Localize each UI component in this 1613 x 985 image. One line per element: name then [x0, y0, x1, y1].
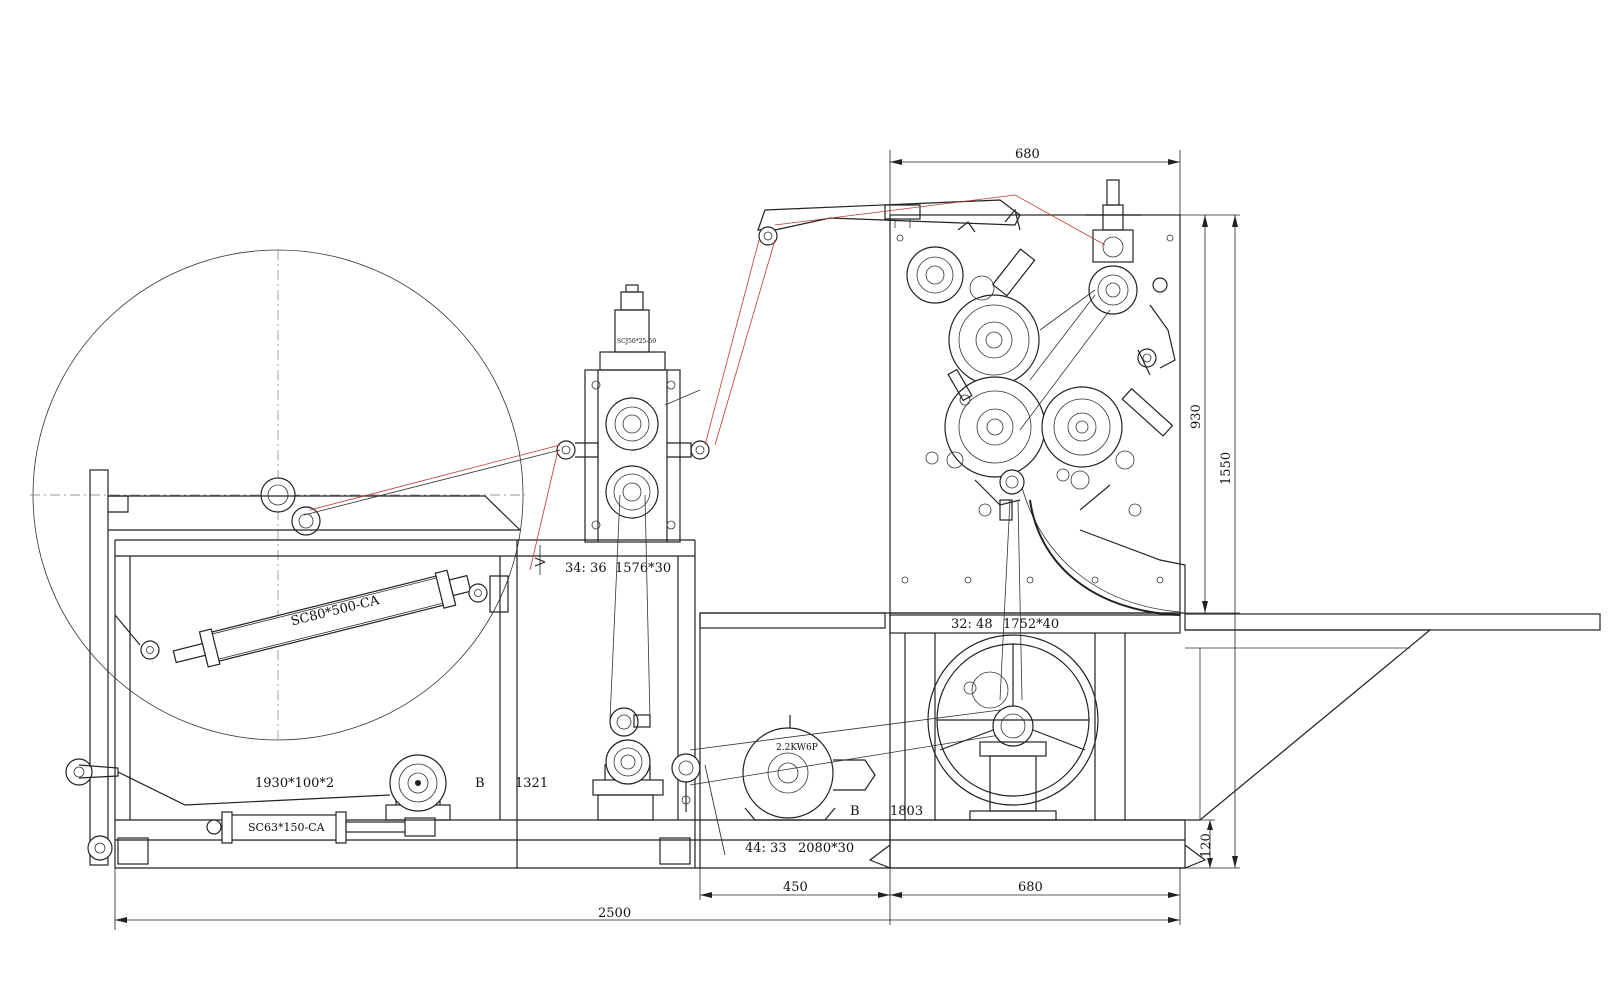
motor-label: 2.2KW6P	[776, 743, 818, 753]
mark-b1: B	[475, 776, 485, 791]
pneumatic-cylinder-lower: SC63*150-CA	[206, 811, 436, 844]
right-frame	[700, 214, 1601, 869]
dim-1803: 1803	[890, 804, 923, 819]
motor: 2.2KW6P B 1803 44: 33 2080*30	[689, 612, 1001, 868]
ratio-right: 32: 48	[951, 617, 993, 632]
middle-roll-tower: SCJ50*25-50 34: 36 1576*30	[556, 284, 710, 721]
dim-1321: 1321	[515, 776, 548, 791]
dim-right-span: 680	[1018, 880, 1043, 895]
dim-right-upper: 930	[1189, 404, 1204, 429]
dim-right-total: 1550	[1219, 452, 1234, 485]
ratio-middle: 34: 36	[565, 561, 607, 576]
dim-middle-span: 450	[783, 880, 808, 895]
roll-cluster	[906, 179, 1176, 701]
dim-overall-length: 2500	[598, 906, 631, 921]
dim-top-width: 680	[1015, 147, 1040, 162]
belt-middle: 1576*30	[615, 561, 671, 576]
dim-base-height: 120	[1199, 833, 1214, 858]
small-cylinder-tag: SCJ50*25-50	[617, 338, 656, 345]
dimension-lines: 680 930 1550 120 450 680	[114, 147, 1240, 930]
left-frame	[65, 469, 1185, 869]
ratio-bottom: 44: 33	[745, 841, 787, 856]
pneumatic-cylinder-upper: SC80*500-CA	[114, 569, 509, 668]
belt-bottom: 2080*30	[798, 841, 854, 856]
belt-right: 1752*40	[1003, 617, 1059, 632]
belt-left-label: 1930*100*2	[255, 776, 334, 791]
middle-lower-drive	[592, 707, 701, 821]
cylinder-lower-label: SC63*150-CA	[248, 821, 326, 834]
mark-b2: B	[850, 804, 860, 819]
lower-left-pulley: 1930*100*2 B 1321	[255, 754, 548, 821]
unwind-reel	[30, 249, 525, 741]
drive-handwheel: 32: 48 1752*40	[927, 617, 1099, 821]
web-path	[303, 194, 1106, 575]
